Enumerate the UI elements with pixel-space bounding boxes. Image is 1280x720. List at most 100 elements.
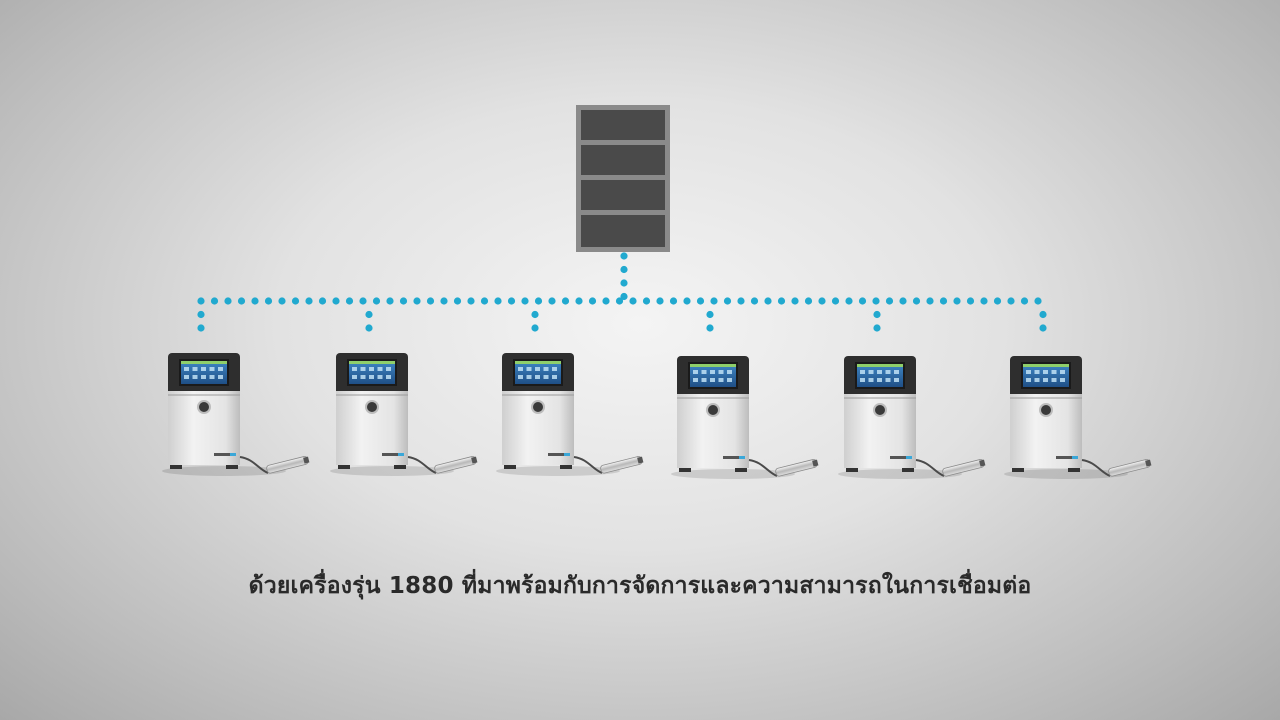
screen-button xyxy=(352,375,357,379)
screen-button xyxy=(1034,370,1040,374)
screen-button xyxy=(693,378,698,382)
printer-foot xyxy=(394,465,406,469)
network-dot xyxy=(966,297,975,305)
network-dot xyxy=(706,324,714,332)
screen-button xyxy=(1060,370,1065,374)
network-dot xyxy=(885,297,894,305)
network-dot xyxy=(224,297,232,305)
printer-foot xyxy=(170,465,182,469)
network-dot xyxy=(521,297,529,305)
screen-button xyxy=(727,370,732,374)
screen-button xyxy=(885,378,891,382)
screen-button xyxy=(543,367,549,371)
status-knob xyxy=(197,400,211,414)
network-dot xyxy=(413,297,421,305)
screen-button xyxy=(218,367,223,371)
printer-foot xyxy=(1012,468,1024,472)
network-dot xyxy=(345,297,354,305)
server-drawer xyxy=(581,145,665,175)
printer-shadow xyxy=(162,466,286,476)
network-dot xyxy=(365,310,373,319)
inkjet-printer-icon xyxy=(1004,356,1152,479)
screen-button xyxy=(718,370,724,374)
umbilical-cable xyxy=(573,456,603,474)
network-dot xyxy=(912,297,921,305)
screen-button xyxy=(701,378,707,382)
printhead-body xyxy=(775,459,818,477)
screen-button xyxy=(184,367,189,371)
printer-foot xyxy=(679,468,691,472)
printer-shadow xyxy=(496,466,620,476)
screen-button xyxy=(1051,378,1057,382)
network-dot xyxy=(602,297,610,305)
network-dot xyxy=(372,297,381,305)
server-drawer xyxy=(581,180,665,210)
network-dot xyxy=(197,297,205,305)
screen-button xyxy=(727,378,732,382)
screen-button xyxy=(201,375,206,379)
network-dot xyxy=(899,297,907,305)
caption-text: ด้วยเครื่องรุ่น 1880 ที่มาพร้อมกับการจัด… xyxy=(248,573,1032,599)
model-label-accent xyxy=(230,453,236,456)
network-dot xyxy=(764,297,772,305)
status-knob xyxy=(706,403,720,417)
screen-status-bar xyxy=(857,364,903,367)
network-dot xyxy=(1020,297,1029,305)
screen-button xyxy=(701,370,707,374)
printhead-nozzle xyxy=(637,456,644,464)
inkjet-printer-icon xyxy=(671,356,819,479)
network-dot xyxy=(264,297,273,305)
screen-button xyxy=(552,367,557,371)
printer-shadow xyxy=(838,469,962,479)
printhead-body xyxy=(600,456,643,474)
network-dot xyxy=(386,297,394,305)
printer-row xyxy=(162,353,1152,479)
umbilical-cable xyxy=(915,459,945,477)
network-dot xyxy=(480,297,489,305)
network-dot xyxy=(210,297,219,305)
screen-button xyxy=(710,378,715,382)
inkjet-printer-icon xyxy=(496,353,644,476)
printer-foot xyxy=(1068,468,1080,472)
network-dot xyxy=(531,324,539,332)
network-dot xyxy=(305,297,313,305)
touchscreen xyxy=(690,364,736,387)
network-dot xyxy=(620,279,628,287)
network-dot xyxy=(845,297,853,305)
printhead-icon xyxy=(266,456,310,474)
screen-button xyxy=(360,367,366,371)
screen-button xyxy=(1043,370,1048,374)
screen-button xyxy=(868,378,874,382)
screen-button xyxy=(552,375,557,379)
network-dot xyxy=(251,297,259,305)
screen-button xyxy=(693,370,698,374)
screen-button xyxy=(360,375,366,379)
printhead-nozzle xyxy=(471,456,478,464)
printer-foot xyxy=(902,468,914,472)
touchscreen xyxy=(349,361,395,384)
screen-button xyxy=(352,367,357,371)
server-drawer xyxy=(581,215,665,247)
network-dot xyxy=(291,297,300,305)
printer-foot xyxy=(504,465,516,469)
network-dot xyxy=(365,324,373,332)
network-dot xyxy=(737,297,745,305)
printer-foot xyxy=(846,468,858,472)
network-dot xyxy=(332,297,340,305)
model-label xyxy=(548,453,564,456)
printhead-body xyxy=(434,456,477,474)
screen-button xyxy=(877,370,882,374)
network-dot xyxy=(1039,310,1047,319)
status-knob xyxy=(531,400,545,414)
screen-button xyxy=(543,375,549,379)
screen-button xyxy=(369,375,374,379)
screen-button xyxy=(369,367,374,371)
screen-button xyxy=(860,378,865,382)
network-dot xyxy=(696,297,705,305)
printhead-icon xyxy=(942,459,986,477)
network-dot xyxy=(561,297,570,305)
screen-button xyxy=(518,367,523,371)
screen-button xyxy=(535,367,540,371)
network-dot xyxy=(750,297,759,305)
